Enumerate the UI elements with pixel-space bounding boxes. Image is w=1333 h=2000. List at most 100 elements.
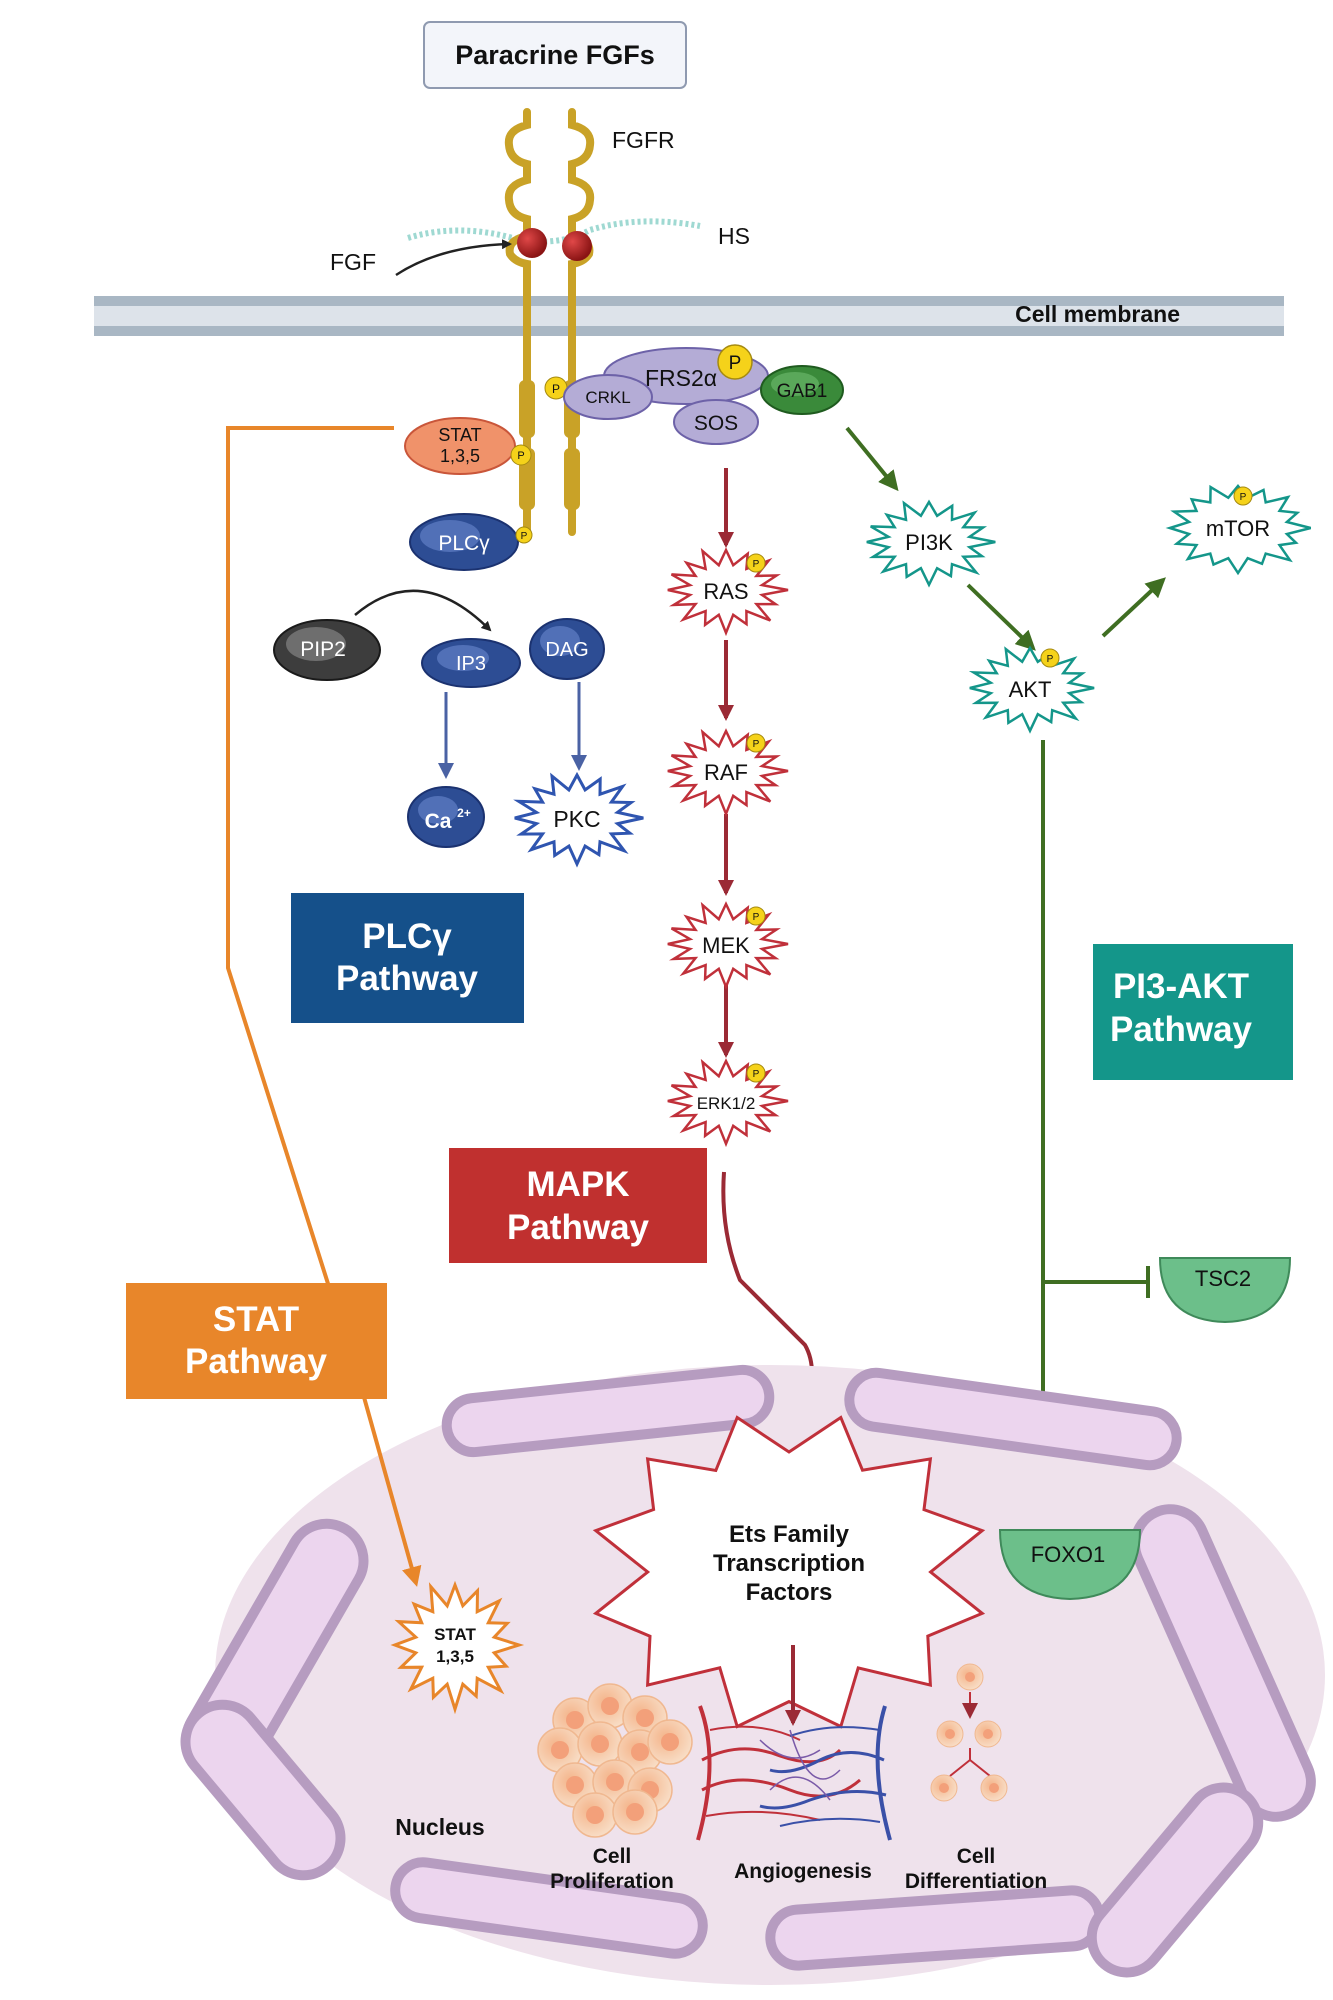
plc-pathway-box: PLCγ Pathway: [291, 893, 524, 1023]
stat-to-nucleus-arrow: [360, 1389, 422, 1587]
cell-nucleus: [566, 1776, 584, 1794]
svg-text:P: P: [729, 353, 742, 374]
stat-nucleus: STAT 1,3,5: [390, 1580, 525, 1715]
svg-text:1,3,5: 1,3,5: [440, 446, 480, 466]
svg-text:Cell: Cell: [593, 1845, 632, 1868]
cell-nucleus: [636, 1709, 654, 1727]
cell-nucleus: [586, 1806, 604, 1824]
nucleus: Nucleus: [180, 1364, 1325, 1985]
svg-text:TSC2: TSC2: [1195, 1266, 1251, 1291]
svg-text:Pathway: Pathway: [1110, 1010, 1253, 1049]
svg-text:Proliferation: Proliferation: [550, 1870, 674, 1893]
svg-text:AKT: AKT: [1009, 677, 1052, 702]
svg-text:STAT: STAT: [434, 1625, 476, 1644]
svg-text:RAF: RAF: [704, 760, 748, 785]
ets-transcription-factors: Ets Family Transcription Factors: [592, 1415, 986, 1729]
cell-nucleus: [566, 1711, 584, 1729]
svg-text:mTOR: mTOR: [1206, 516, 1270, 541]
fgf-arrow: [395, 239, 512, 277]
tsc2: TSC2: [1158, 1257, 1292, 1324]
akt-to-mtor-arrow: [1101, 577, 1166, 638]
dag: DAG: [529, 618, 605, 680]
svg-text:DAG: DAG: [545, 639, 588, 661]
svg-text:PI3K: PI3K: [905, 530, 953, 555]
fgfr-kinase-domain-left: [519, 380, 535, 438]
stat-top: STAT 1,3,5 P: [404, 417, 532, 475]
gab1-to-pi3k-arrow: [845, 426, 899, 492]
raf: RAF P: [667, 728, 789, 818]
pi3k-to-akt-arrow: [966, 583, 1036, 651]
frs2-complex: FRS2α CRKL SOS P: [563, 344, 769, 445]
svg-text:Ets Family: Ets Family: [729, 1521, 850, 1548]
stat-pathway-box: STAT Pathway: [126, 1283, 387, 1399]
svg-text:P: P: [552, 382, 560, 396]
akt: AKT P: [968, 645, 1095, 734]
cell-membrane-label: Cell membrane: [1015, 301, 1180, 327]
svg-text:PKC: PKC: [553, 806, 600, 832]
svg-text:Angiogenesis: Angiogenesis: [734, 1860, 872, 1883]
svg-text:MAPK: MAPK: [526, 1165, 629, 1204]
svg-text:GAB1: GAB1: [777, 381, 828, 402]
svg-text:ERK1/2: ERK1/2: [697, 1094, 756, 1113]
cell-membrane: Cell membrane: [94, 296, 1284, 336]
fgf-ligand-2: [562, 231, 592, 261]
cell-nucleus: [606, 1773, 624, 1791]
erk: ERK1/2 P: [667, 1058, 789, 1148]
cell-nucleus: [631, 1743, 649, 1761]
ip3: IP3: [421, 638, 521, 688]
svg-text:FOXO1: FOXO1: [1031, 1542, 1106, 1567]
calcium: Ca 2+: [407, 786, 485, 848]
cell-nucleus: [661, 1733, 679, 1751]
svg-text:1,3,5: 1,3,5: [436, 1647, 474, 1666]
cell-proliferation-illustration: [537, 1683, 693, 1838]
cell-nucleus: [601, 1697, 619, 1715]
svg-text:Pathway: Pathway: [507, 1208, 650, 1247]
cell-nucleus: [626, 1803, 644, 1821]
stat-path-line: [226, 426, 394, 1291]
svg-text:RAS: RAS: [703, 579, 748, 604]
nucleus-label: Nucleus: [395, 1814, 484, 1840]
ras: RAS P: [667, 547, 789, 637]
svg-text:Factors: Factors: [746, 1579, 833, 1606]
svg-text:Pathway: Pathway: [185, 1342, 328, 1381]
svg-text:STAT: STAT: [438, 425, 481, 445]
fgfr-label: FGFR: [612, 127, 675, 153]
hs-chain: [407, 218, 701, 245]
pi3akt-pathway-box: PI3-AKT Pathway: [1093, 944, 1293, 1080]
pip2: PIP2: [273, 619, 381, 681]
paracrine-fgfs-box: Paracrine FGFs: [423, 21, 687, 89]
svg-text:Ca: Ca: [425, 810, 452, 833]
svg-text:P: P: [517, 450, 524, 462]
svg-text:P: P: [521, 531, 528, 542]
svg-text:STAT: STAT: [213, 1300, 299, 1339]
svg-text:FRS2α: FRS2α: [645, 365, 717, 391]
mapk-pathway-box: MAPK Pathway: [449, 1148, 707, 1263]
pip2-to-ip3-arrow: [354, 589, 492, 632]
svg-text:P: P: [753, 1069, 760, 1080]
cell-nucleus: [591, 1735, 609, 1753]
mtor: mTOR P: [1165, 484, 1312, 576]
svg-text:Differentiation: Differentiation: [905, 1870, 1047, 1893]
fgf-ligand: [517, 228, 547, 258]
gab1: GAB1: [760, 365, 844, 415]
svg-text:PIP2: PIP2: [300, 638, 346, 661]
svg-text:P: P: [753, 559, 760, 570]
foxo1: FOXO1: [998, 1529, 1142, 1601]
svg-text:P: P: [1047, 654, 1054, 665]
cell-differentiation-illustration: [930, 1663, 1008, 1802]
angiogenesis-illustration: [696, 1705, 892, 1841]
svg-text:CRKL: CRKL: [585, 388, 630, 407]
svg-text:Transcription: Transcription: [713, 1550, 865, 1577]
paracrine-fgfs-label: Paracrine FGFs: [455, 40, 655, 70]
pi3k: PI3K: [866, 499, 996, 588]
svg-text:PI3-AKT: PI3-AKT: [1113, 967, 1249, 1006]
svg-text:SOS: SOS: [694, 412, 738, 435]
svg-text:IP3: IP3: [456, 653, 486, 675]
svg-text:P: P: [753, 912, 760, 923]
mek: MEK P: [667, 901, 789, 991]
fgf-label: FGF: [330, 249, 376, 275]
pkc: PKC: [513, 771, 644, 868]
cell-nucleus: [551, 1741, 569, 1759]
svg-text:Pathway: Pathway: [336, 959, 479, 998]
